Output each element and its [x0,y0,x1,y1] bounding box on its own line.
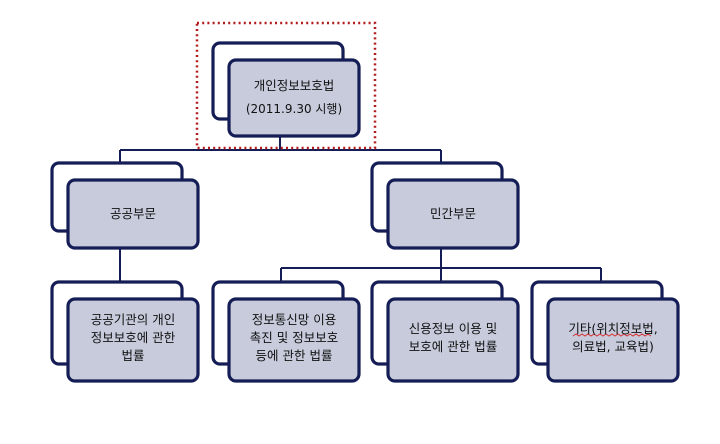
root-front-card [227,58,361,138]
connector-lines [119,137,602,282]
root-highlight-frame [195,21,377,150]
private-law-telecom-node [211,280,361,383]
private-law-other-front-card [546,297,680,383]
public-law-front-card [66,297,200,383]
private-law-telecom-front-card [227,297,361,383]
public-sector-node [50,161,200,250]
node-boxes [50,41,680,383]
private-law-credit-node [370,280,520,383]
public-sector-front-card [66,178,200,250]
private-law-other-node [530,280,680,383]
private-sector-node [370,161,520,250]
private-law-credit-front-card [386,297,520,383]
private-sector-front-card [386,178,520,250]
root-node [211,41,361,138]
spellcheck-underline [572,333,652,337]
public-law-node [50,280,200,383]
